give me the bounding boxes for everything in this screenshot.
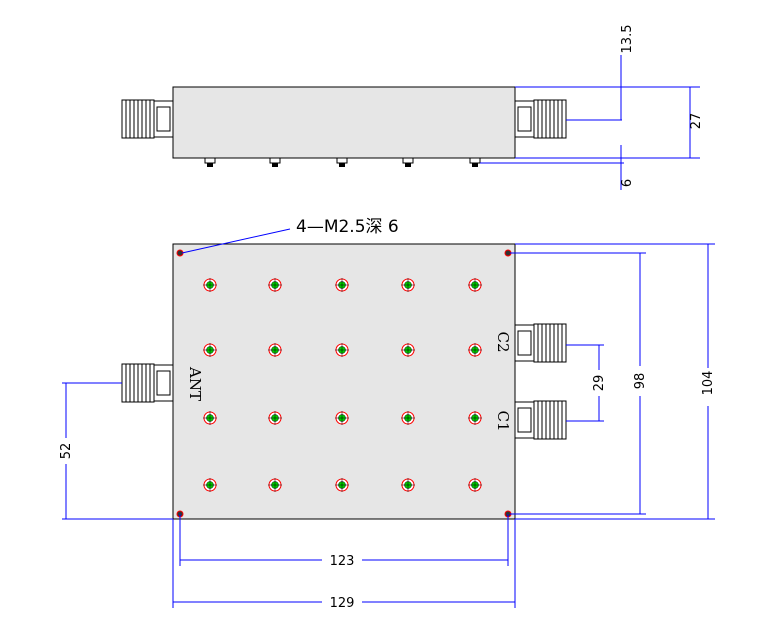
side-screw-3 [336, 157, 348, 167]
side-view: 13.5 27 6 [121, 25, 704, 190]
dim-29: 29 [592, 375, 607, 392]
tuning-screw-1-5 [468, 278, 482, 292]
ant-label: ANT [186, 366, 204, 401]
tuning-screw-3-3 [335, 411, 349, 425]
side-screw-1 [204, 157, 216, 167]
side-screw-4 [402, 157, 414, 167]
tuning-screw-1-3 [335, 278, 349, 292]
top-view: 4—M2.5深 6 [58, 217, 722, 611]
tuning-screw-2-2 [268, 343, 282, 357]
tuning-screw-2-1 [203, 343, 217, 357]
side-screw-2 [269, 157, 281, 167]
dim-52: 52 [59, 443, 74, 460]
side-dim-lines [480, 55, 700, 190]
tuning-screw-4-4 [401, 478, 415, 492]
tuning-screw-4-1 [203, 478, 217, 492]
c2-label: C2 [494, 331, 512, 352]
dim-123: 123 [330, 554, 355, 569]
hole-note: 4—M2.5深 6 [296, 217, 399, 237]
side-right-connector [514, 99, 567, 139]
tuning-screw-1-1 [203, 278, 217, 292]
ant-connector [121, 363, 174, 403]
dim-98: 98 [633, 373, 648, 390]
side-left-connector [121, 99, 174, 139]
dim-13-5: 13.5 [620, 25, 635, 54]
tuning-screw-4-2 [268, 478, 282, 492]
tuning-screw-1-2 [268, 278, 282, 292]
tuning-screw-3-5 [468, 411, 482, 425]
side-body [172, 86, 516, 159]
c1-connector [514, 400, 567, 440]
tuning-screw-3-2 [268, 411, 282, 425]
dim-27: 27 [689, 113, 704, 130]
tuning-screw-4-3 [335, 478, 349, 492]
c2-connector [514, 323, 567, 363]
dim-104: 104 [701, 371, 716, 396]
tuning-screw-grid [203, 278, 482, 492]
dim-129: 129 [330, 596, 355, 611]
tuning-screw-2-4 [401, 343, 415, 357]
tuning-screw-2-5 [468, 343, 482, 357]
dim-6: 6 [620, 179, 635, 187]
tuning-screw-1-4 [401, 278, 415, 292]
tuning-screw-3-1 [203, 411, 217, 425]
tuning-screw-3-4 [401, 411, 415, 425]
tuning-screw-2-3 [335, 343, 349, 357]
tuning-screw-4-5 [468, 478, 482, 492]
side-screw-5 [469, 157, 481, 167]
c1-label: C1 [494, 410, 512, 431]
hole-note-leader [181, 228, 291, 254]
